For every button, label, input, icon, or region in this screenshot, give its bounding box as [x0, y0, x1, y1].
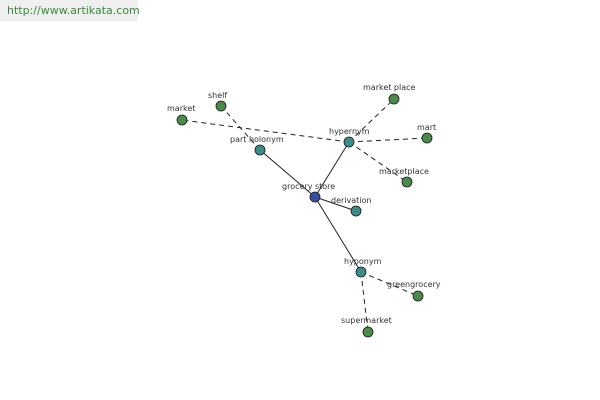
- node-greengrocery-dot[interactable]: [412, 290, 424, 302]
- node-mart-dot[interactable]: [421, 132, 433, 144]
- edge-hypernym-to-marketplace: [348, 141, 408, 183]
- node-market-label: market: [167, 104, 195, 113]
- node-hypernym-label: hypernym: [329, 127, 370, 136]
- edge-hypernym-to-market: [181, 119, 350, 143]
- node-mart-label: mart: [417, 123, 436, 132]
- node-market-place-label: market place: [363, 83, 416, 92]
- node-grocery-store-dot[interactable]: [309, 191, 321, 203]
- edge-hyponym-to-supermarket: [360, 271, 369, 333]
- node-supermarket-label: supermarket: [341, 316, 392, 325]
- node-hyponym-label: hyponym: [344, 257, 382, 266]
- edge-grocery-store-to-hypernym: [314, 141, 350, 198]
- node-mart[interactable]: mart: [417, 123, 436, 144]
- node-derivation[interactable]: derivation: [331, 196, 371, 217]
- url-banner: http://www.artikata.com: [0, 0, 140, 21]
- node-part-holonym-label: part holonym: [230, 135, 284, 144]
- node-hypernym[interactable]: hypernym: [329, 127, 370, 148]
- site-url-link[interactable]: http://www.artikata.com: [7, 4, 140, 17]
- node-marketplace[interactable]: marketplace: [379, 167, 429, 188]
- node-marketplace-dot[interactable]: [401, 176, 413, 188]
- node-supermarket-dot[interactable]: [362, 326, 374, 338]
- edge-hypernym-to-mart: [348, 137, 428, 143]
- node-part-holonym[interactable]: part holonym: [230, 135, 284, 156]
- node-market-place-dot[interactable]: [388, 93, 400, 105]
- node-marketplace-label: marketplace: [379, 167, 429, 176]
- edge-grocery-store-to-derivation: [314, 196, 357, 212]
- node-greengrocery[interactable]: greengrocery: [387, 280, 441, 302]
- node-hypernym-dot[interactable]: [343, 136, 355, 148]
- node-supermarket[interactable]: supermarket: [341, 316, 392, 338]
- node-grocery-store[interactable]: grocery store: [282, 182, 335, 203]
- edge-grocery-store-to-hyponym: [314, 196, 362, 273]
- edge-hypernym-to-market-place: [348, 98, 395, 143]
- node-hyponym[interactable]: hyponym: [344, 257, 382, 278]
- node-shelf-dot[interactable]: [215, 100, 227, 112]
- node-derivation-label: derivation: [331, 196, 371, 205]
- edge-layer: [181, 98, 428, 333]
- node-derivation-dot[interactable]: [350, 205, 362, 217]
- edge-hyponym-to-greengrocery: [360, 271, 419, 297]
- node-grocery-store-label: grocery store: [282, 182, 335, 191]
- node-layer: grocery store part holonym hypernym derivat…: [167, 83, 441, 338]
- node-greengrocery-label: greengrocery: [387, 280, 441, 289]
- node-part-holonym-dot[interactable]: [254, 144, 266, 156]
- node-hyponym-dot[interactable]: [355, 266, 367, 278]
- node-shelf-label: shelf: [208, 91, 227, 100]
- node-shelf[interactable]: shelf: [208, 91, 227, 112]
- node-market-dot[interactable]: [176, 114, 188, 126]
- node-market-place[interactable]: market place: [363, 83, 416, 105]
- node-market[interactable]: market: [167, 104, 195, 126]
- edge-grocery-store-to-part-holonym: [259, 149, 316, 198]
